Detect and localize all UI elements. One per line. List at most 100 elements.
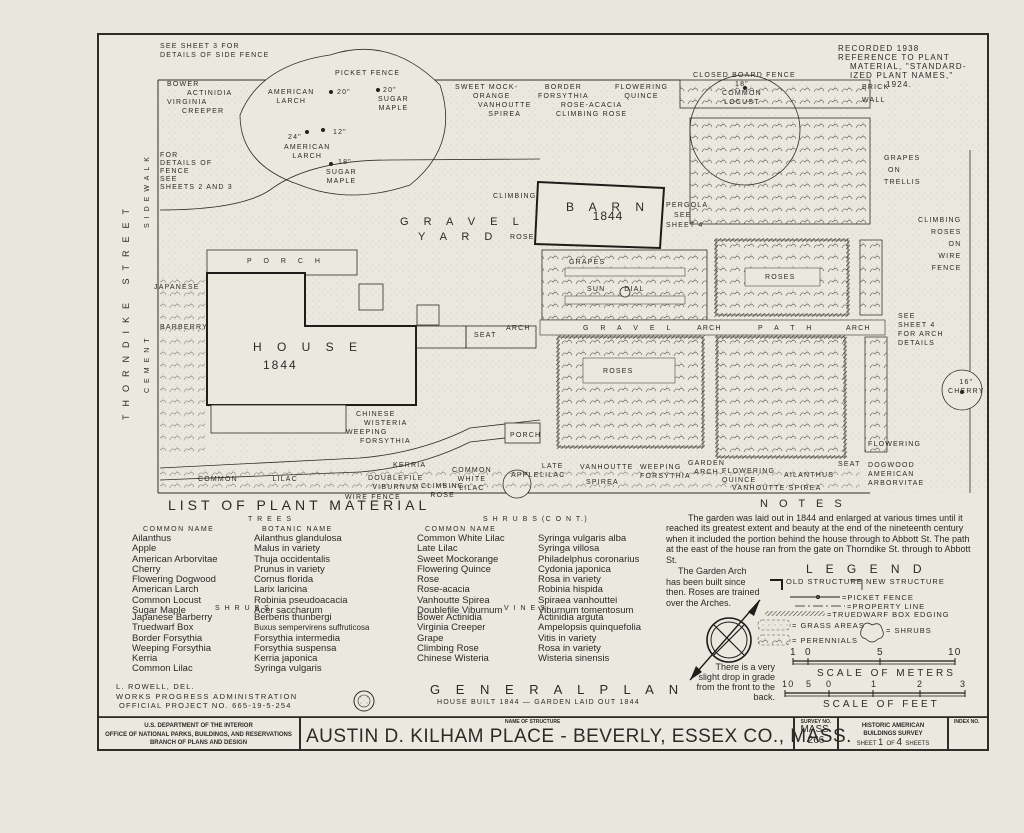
roses-lower-label: ROSES: [603, 368, 634, 375]
meters-tick-10: 10: [948, 647, 962, 658]
structure-name: AUSTIN D. KILHAM PLACE - BEVERLY, ESSEX …: [306, 726, 852, 747]
roses-upper-label: ROSES: [765, 274, 796, 281]
dept-block: U.S. DEPARTMENT OF THE INTERIOR OFFICE O…: [97, 717, 300, 751]
index-no-label: INDEX NO.: [954, 719, 980, 725]
plant-list-title: LIST OF PLANT MATERIAL: [168, 497, 431, 513]
survey-number-block: SURVEY NO. MASS. 266: [794, 717, 838, 751]
sundial-label: SUN DIAL: [587, 286, 645, 293]
meters-tick-5: 5: [877, 647, 884, 658]
habs-line-1: HISTORIC AMERICAN: [861, 723, 925, 729]
feet-tick-0: 0: [826, 679, 833, 689]
notes-paragraph-1: The garden was laid out in 1844 and enla…: [666, 513, 971, 565]
legend-picket-fence: =PICKET FENCE: [842, 593, 914, 602]
legend-truedwarf: =TRUEDWARF BOX EDGING: [827, 610, 950, 619]
ailanthus-label: AILANTHUS: [784, 472, 835, 479]
climbing-label: CLIMBING: [493, 193, 537, 200]
tree-size-20a: 20": [337, 89, 351, 96]
legend-grass: = GRASS AREAS: [792, 621, 865, 630]
trees-heading: T R E E S: [248, 516, 293, 523]
arch-label-3: ARCH: [846, 325, 871, 332]
name-of-structure-label: NAME OF STRUCTURE: [505, 719, 561, 725]
legend-title: L E G E N D: [806, 562, 927, 576]
grapes-label: GRAPES: [569, 259, 606, 266]
dept-line-2: OFFICE OF NATIONAL PARKS, BUILDINGS, AND…: [105, 731, 292, 738]
meters-tick-0: 0: [805, 647, 812, 658]
tree-size-20b: 20": [383, 87, 397, 94]
gravel-path-label-2: P A T H: [758, 325, 817, 332]
wpa-credit: WORKS PROGRESS ADMINISTRATION: [116, 692, 298, 701]
shrubs-heading: S H R U B S: [215, 605, 271, 612]
general-plan-title: G E N E R A L P L A N: [430, 682, 685, 697]
seat-label-2: SEAT: [838, 461, 861, 468]
kerria-label: KERRIA: [393, 462, 427, 469]
notes-title: N O T E S: [760, 498, 846, 510]
vines-heading: V I N E S: [504, 605, 547, 612]
legend-perennials: = PERENNIALS: [792, 636, 858, 645]
shrubs-cont-heading: S H R U B S (C O N T.): [483, 516, 589, 523]
sheet-count: SHEET 1 OF 4 SHEETS: [856, 737, 930, 748]
common-lilac-label: COMMON LILAC: [198, 476, 298, 483]
legend-new-structure: NEW STRUCTURE: [866, 577, 945, 586]
barberry-label: BARBERRY: [160, 324, 208, 331]
dept-line-3: BRANCH OF PLANS AND DESIGN: [149, 740, 248, 746]
porch-label-top: P O R C H: [247, 258, 325, 265]
sidewalk-label: SIDEWALK: [144, 152, 151, 228]
tree-size-18: 18": [338, 159, 352, 166]
common-name-heading-2: COMMON NAME: [425, 526, 497, 533]
apple-label: APPLE: [511, 472, 540, 479]
scale-of-feet-label: SCALE OF FEET: [823, 699, 940, 710]
arch-label-2: ARCH: [697, 325, 722, 332]
feet-tick-2: 2: [917, 679, 924, 689]
survey-no-state: MASS.: [800, 724, 832, 735]
scale-of-meters-label: SCALE OF METERS: [817, 668, 956, 679]
notes-paragraph-2: The Garden Arch has been built since the…: [666, 566, 760, 608]
vanhoutte-spirea-bottom2-label: VANHOUTTE SPIREA: [732, 485, 822, 492]
legend-property-line: =PROPERTY LINE: [847, 602, 926, 611]
structure-name-block: NAME OF STRUCTURE AUSTIN D. KILHAM PLACE…: [300, 717, 851, 751]
thorndike-street-label: THORNDIKE STREET: [121, 200, 131, 420]
cement-label: CEMENT: [144, 333, 151, 393]
botanic-name-heading: BOTANIC NAME: [262, 526, 333, 533]
feet-tick-1: 1: [871, 679, 878, 689]
tree-size-24: 24": [288, 134, 302, 141]
general-plan-subtitle: HOUSE BUILT 1844 — GARDEN LAID OUT 1844: [437, 699, 640, 706]
habs-block: HISTORIC AMERICAN BUILDINGS SURVEY SHEET…: [838, 717, 948, 751]
delineator: L. ROWELL, DEL.: [116, 682, 195, 691]
survey-no-number: 266: [807, 735, 825, 746]
gravel-path-label-1: G R A V E L: [583, 325, 676, 332]
survey-no-label: SURVEY NO.: [800, 719, 832, 725]
japanese-label: JAPANESE: [154, 284, 200, 291]
